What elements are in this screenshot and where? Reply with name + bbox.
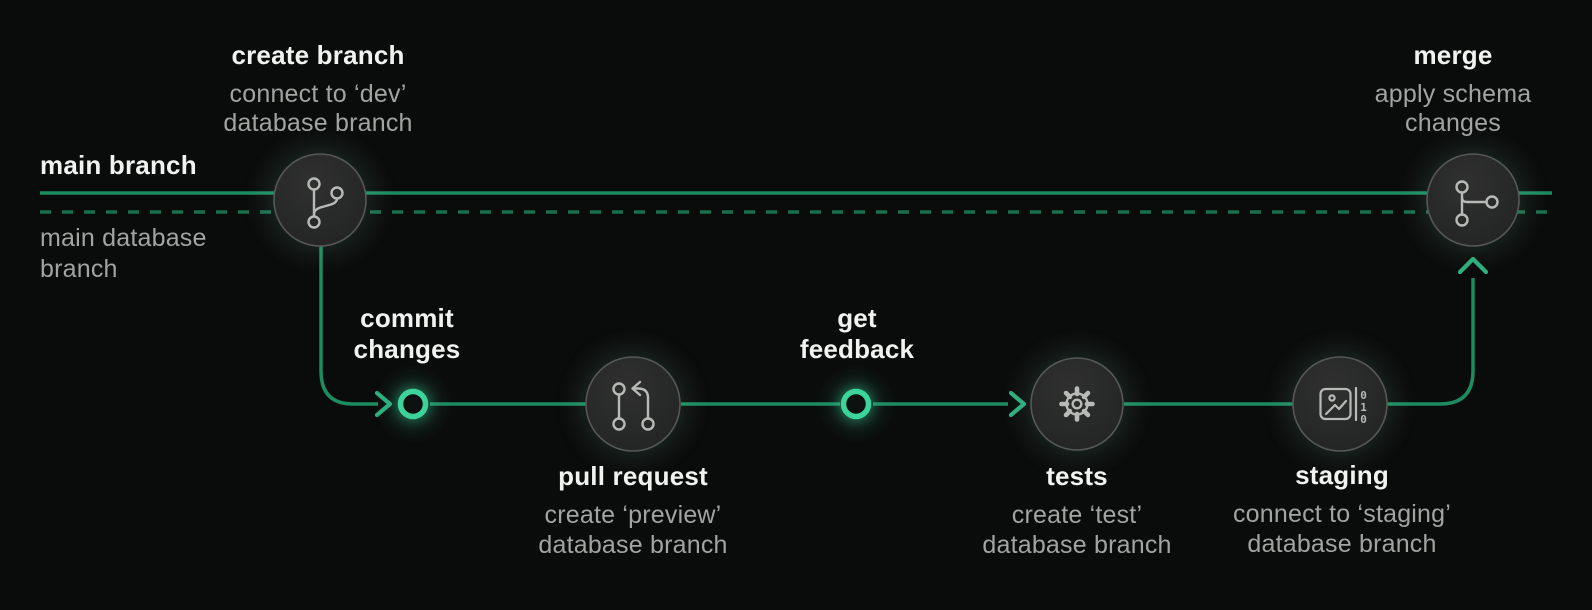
- subtitle-line: database branch: [538, 531, 728, 559]
- step-title-create-branch: create branch: [231, 40, 405, 70]
- step-subtitle-pull-request: create ‘preview’ database branch: [538, 500, 727, 560]
- subtitle-line: create ‘preview’: [544, 501, 722, 529]
- feedback-point: [840, 388, 872, 420]
- step-subtitle-tests: create ‘test’ database branch: [982, 500, 1171, 560]
- subtitle-line: database branch: [223, 109, 413, 137]
- main-database-branch-label: main database branch: [40, 223, 207, 285]
- main-database-branch-label-line2: branch: [40, 255, 118, 283]
- binary-digit: 0: [1360, 389, 1367, 402]
- subtitle-line: changes: [1405, 109, 1501, 137]
- subtitle-line: connect to ‘staging’: [1232, 500, 1452, 528]
- subtitle-line: database branch: [982, 531, 1172, 559]
- git-pull-request-icon: [612, 380, 655, 431]
- commit-point: [397, 388, 429, 420]
- step-title-staging: staging: [1295, 460, 1389, 490]
- feature-branch-up-path: [1387, 278, 1475, 406]
- binary-digit: 1: [1360, 401, 1367, 414]
- step-subtitle-merge: apply schema changes: [1375, 80, 1532, 138]
- node-staging: 0 1 0: [1292, 356, 1388, 452]
- title-line: commit: [360, 303, 454, 333]
- main-branch-label: main branch: [40, 150, 197, 180]
- step-title-commit-changes: commit changes: [354, 303, 461, 365]
- git-branch-icon: [307, 177, 344, 229]
- gear-icon: [1059, 386, 1095, 422]
- node-tests: [1030, 357, 1124, 451]
- main-database-branch-label-line1: main database: [40, 224, 207, 252]
- node-create-branch: [273, 153, 367, 247]
- subtitle-line: create ‘test’: [1011, 501, 1143, 529]
- arrow-up-icon: [1457, 256, 1489, 275]
- title-line: changes: [353, 334, 461, 364]
- step-subtitle-create-branch: connect to ‘dev’ database branch: [223, 80, 412, 138]
- node-merge: [1426, 153, 1520, 247]
- arrow-right-icon: [374, 390, 393, 418]
- node-pull-request: [585, 356, 681, 452]
- binary-digit: 0: [1360, 413, 1367, 426]
- step-title-merge: merge: [1413, 40, 1493, 70]
- step-title-get-feedback: get feedback: [800, 303, 914, 365]
- step-title-pull-request: pull request: [558, 461, 708, 491]
- step-subtitle-staging: connect to ‘staging’ database branch: [1233, 499, 1451, 559]
- feature-branch-down-path: [319, 234, 378, 406]
- arrow-right-icon: [1008, 390, 1027, 418]
- step-title-tests: tests: [1046, 461, 1108, 491]
- staging-data-icon: 0 1 0: [1319, 386, 1367, 426]
- subtitle-line: apply schema: [1374, 80, 1532, 108]
- git-merge-icon: [1455, 180, 1499, 227]
- title-line: feedback: [799, 334, 915, 364]
- title-line: get: [837, 303, 877, 333]
- subtitle-line: connect to ‘dev’: [229, 80, 407, 108]
- subtitle-line: database branch: [1247, 530, 1437, 558]
